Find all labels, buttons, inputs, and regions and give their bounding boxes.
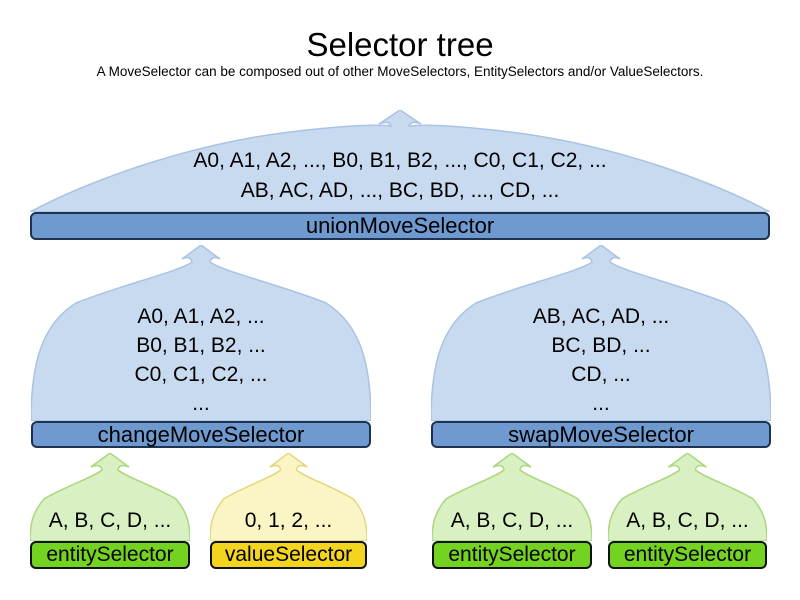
value-selector-bar: valueSelector <box>210 541 367 569</box>
change-cloud-arrow-shape <box>31 245 371 421</box>
change-moves-line-1: A0, A1, A2, ... <box>137 305 265 328</box>
swap-cloud-arrow-shape <box>431 245 771 421</box>
union-cloud <box>30 110 770 212</box>
value-cloud <box>210 453 367 541</box>
union-moves-line-1: A0, A1, A2, ..., B0, B1, B2, ..., C0, C1… <box>193 149 607 172</box>
diagram-subtitle: A MoveSelector can be composed out of ot… <box>96 64 704 79</box>
entity-values-1: A, B, C, D, ... <box>48 509 172 532</box>
swap-moves-line-2: BC, BD, ... <box>551 334 651 357</box>
swap-move-selector-bar: swapMoveSelector <box>431 421 771 448</box>
union-move-selector-bar: unionMoveSelector <box>30 212 770 240</box>
value-cloud-arrow-shape <box>210 453 367 541</box>
swap-moves-line-3: CD, ... <box>571 363 631 386</box>
union-cloud-text: A0, A1, A2, ..., B0, B1, B2, ..., C0, C1… <box>30 146 770 206</box>
entity-selector-bar-2: entitySelector <box>432 541 592 569</box>
value-values: 0, 1, 2, ... <box>244 509 333 532</box>
swap-cloud-text: AB, AC, AD, ... BC, BD, ... CD, ... ... <box>431 302 771 418</box>
diagram-title: Selector tree <box>306 26 494 63</box>
change-moves-line-4: ... <box>192 392 210 415</box>
swap-moves-line-4: ... <box>592 392 610 415</box>
change-moves-line-3: C0, C1, C2, ... <box>134 363 268 386</box>
swap-cloud <box>431 245 771 421</box>
change-cloud-text: A0, A1, A2, ... B0, B1, B2, ... C0, C1, … <box>31 302 371 418</box>
change-cloud <box>31 245 371 421</box>
entity-cloud-1-arrow-shape <box>30 453 190 541</box>
entity-cloud-1 <box>30 453 190 541</box>
entity-selector-bar-1: entitySelector <box>30 541 190 569</box>
entity-cloud-3 <box>608 453 767 541</box>
entity-cloud-2 <box>432 453 592 541</box>
entity-values-2: A, B, C, D, ... <box>450 509 574 532</box>
entity-values-3: A, B, C, D, ... <box>626 509 749 532</box>
change-move-selector-bar: changeMoveSelector <box>31 421 371 448</box>
swap-moves-line-1: AB, AC, AD, ... <box>532 305 670 328</box>
entity-cloud-3-arrow-shape <box>608 453 767 541</box>
union-moves-line-2: AB, AC, AD, ..., BC, BD, ..., CD, ... <box>240 179 560 202</box>
entity-selector-bar-3: entitySelector <box>608 541 767 569</box>
union-cloud-arrow-shape <box>30 110 770 212</box>
entity-cloud-2-arrow-shape <box>432 453 592 541</box>
change-moves-line-2: B0, B1, B2, ... <box>136 334 266 357</box>
